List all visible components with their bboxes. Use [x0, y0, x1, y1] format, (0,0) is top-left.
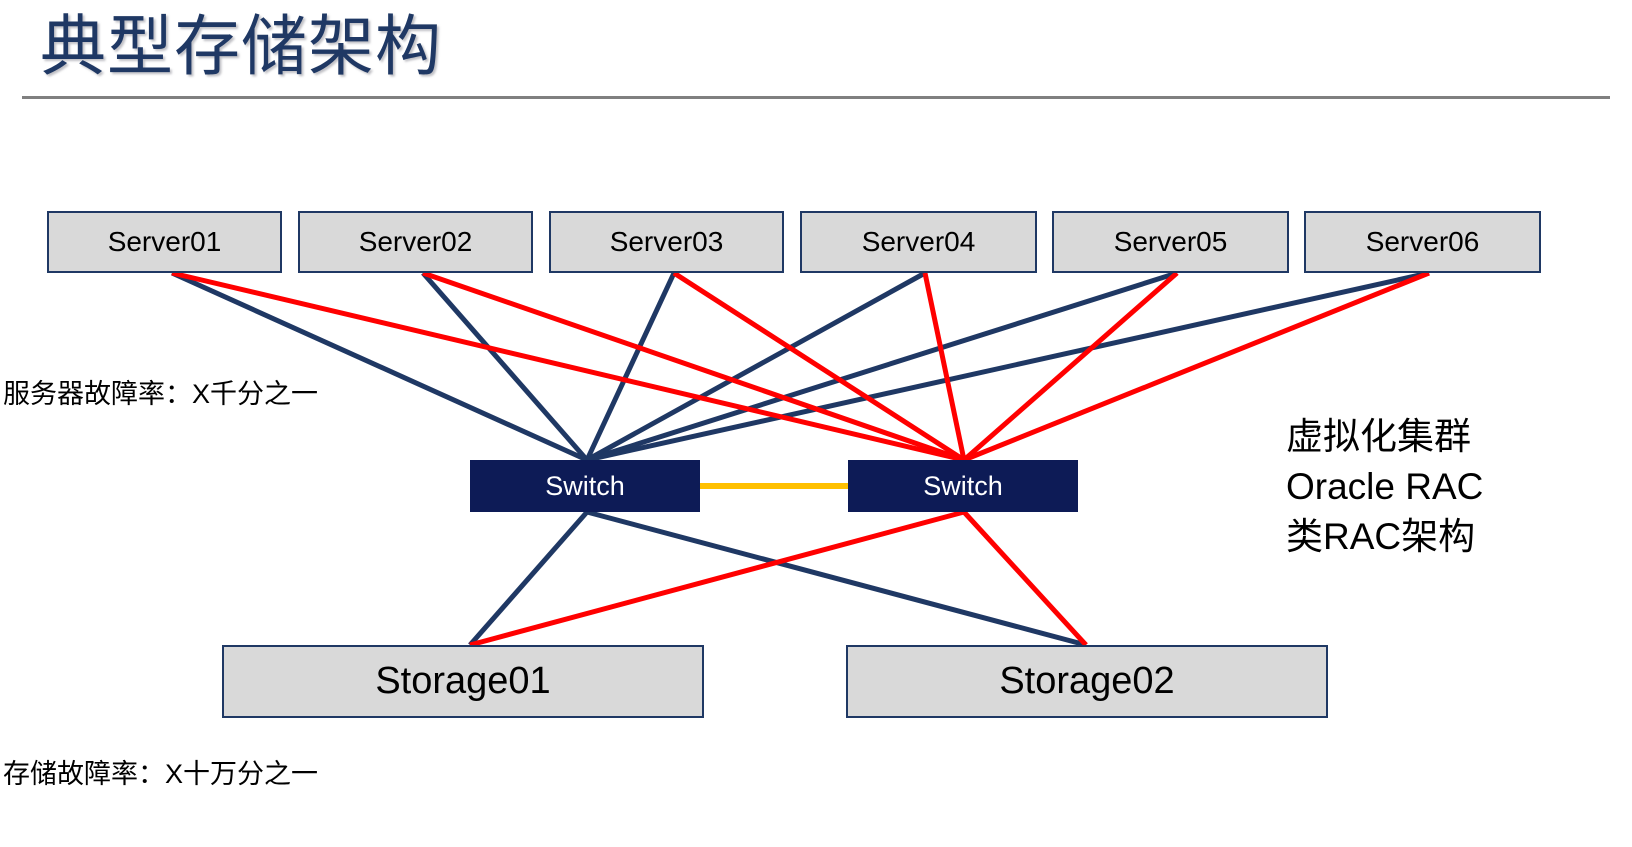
node-label: Server05: [1113, 226, 1228, 257]
node-label: Server03: [609, 226, 724, 257]
node-label: Server02: [358, 226, 473, 257]
title-divider: [22, 96, 1610, 99]
node-label: Server06: [1365, 226, 1480, 257]
node-storage01[interactable]: Storage01: [222, 645, 704, 718]
cluster-note-line-3: 类RAC架构: [1286, 516, 1476, 557]
node-label: Storage02: [999, 660, 1175, 702]
links-servers-to-switch01: [170, 270, 1430, 463]
node-storage02[interactable]: Storage02: [846, 645, 1328, 718]
node-server06[interactable]: Server06: [1304, 211, 1541, 273]
node-switch02[interactable]: Switch: [848, 460, 1078, 512]
cluster-note-line-1: 虚拟化集群: [1286, 416, 1471, 457]
node-server05[interactable]: Server05: [1052, 211, 1289, 273]
links-switches-to-storage: [468, 509, 1088, 648]
storage-failure-rate-note: 存储故障率：X十万分之一: [3, 759, 319, 789]
node-server03[interactable]: Server03: [549, 211, 784, 273]
node-label: Switch: [545, 470, 625, 501]
node-server02[interactable]: Server02: [298, 211, 533, 273]
node-label: Switch: [923, 470, 1003, 501]
node-server04[interactable]: Server04: [800, 211, 1037, 273]
cluster-note-line-2: Oracle RAC: [1286, 466, 1484, 507]
node-label: Server04: [861, 226, 976, 257]
server-failure-rate-note: 服务器故障率：X千分之一: [3, 379, 319, 409]
node-label: Storage01: [375, 660, 551, 702]
cluster-type-note: 虚拟化集群 Oracle RAC 类RAC架构: [1286, 412, 1483, 562]
node-switch01[interactable]: Switch: [470, 460, 700, 512]
node-server01[interactable]: Server01: [47, 211, 282, 273]
node-label: Server01: [107, 226, 222, 257]
links-servers-to-switch02: [171, 270, 1430, 463]
page-title: 典型存储架构: [40, 9, 442, 83]
